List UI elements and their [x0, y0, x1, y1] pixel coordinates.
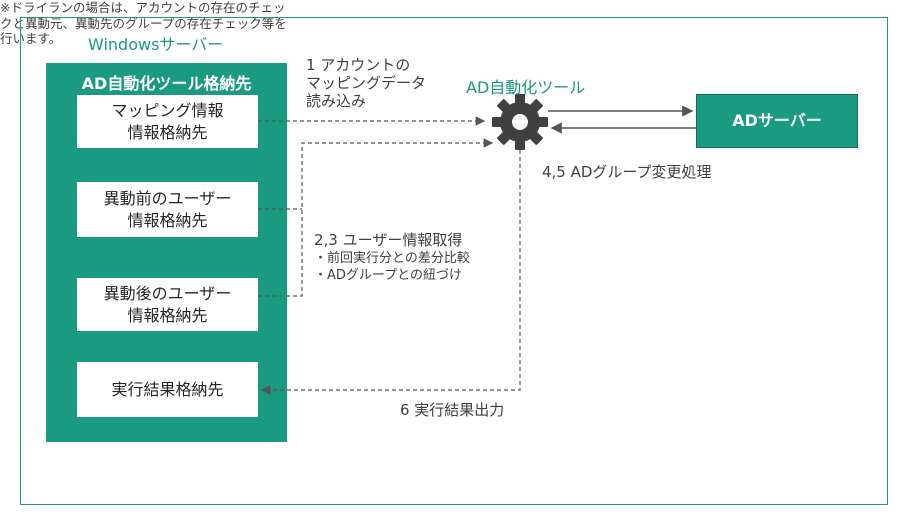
- ad-server-label: ADサーバー: [732, 111, 822, 131]
- step1-label: 1 アカウントの マッピングデータ 読み込み: [306, 56, 427, 110]
- dryrun-note: ※ドライランの場合は、アカウントの存在のチェッ クと異動元、異動先のグループの存…: [0, 0, 287, 47]
- step45-label: 4,5 ADグループ変更処理: [542, 163, 712, 181]
- post-transfer-user-storage-box: 異動後のユーザー 情報格納先: [77, 278, 258, 331]
- post-transfer-user-storage-label: 異動後のユーザー 情報格納先: [103, 283, 232, 325]
- tool-storage-title: AD自動化ツール格納先: [81, 74, 252, 93]
- arrow-tool-to-result: [260, 150, 521, 395]
- ad-server-box: ADサーバー: [696, 94, 858, 148]
- pre-transfer-user-storage-box: 異動前のユーザー 情報格納先: [77, 182, 258, 237]
- ad-tool-label: AD自動化ツール: [466, 78, 586, 97]
- windows-server-frame: [20, 17, 888, 505]
- step23-title: 2,3 ユーザー情報取得: [314, 231, 463, 249]
- step23-note: 2,3 ユーザー情報取得・前回実行分との差分比較・ADグループとの紐づけ: [314, 232, 470, 283]
- step23-item-diff: ・前回実行分との差分比較: [314, 250, 470, 266]
- execution-result-storage-label: 実行結果格納先: [111, 379, 224, 399]
- windows-server-label: Windowsサーバー: [88, 35, 224, 54]
- mapping-info-storage-label: マッピング情報 情報格納先: [111, 100, 224, 142]
- mapping-info-storage-box: マッピング情報 情報格納先: [77, 95, 258, 148]
- arrow-user-info-to-tool: [258, 143, 492, 297]
- step23-item-link: ・ADグループとの紐づけ: [314, 267, 462, 283]
- pre-transfer-user-storage-label: 異動前のユーザー 情報格納先: [103, 188, 232, 230]
- execution-result-storage-box: 実行結果格納先: [77, 362, 258, 417]
- gear-icon: [492, 94, 548, 150]
- step6-label: 6 実行結果出力: [400, 401, 505, 419]
